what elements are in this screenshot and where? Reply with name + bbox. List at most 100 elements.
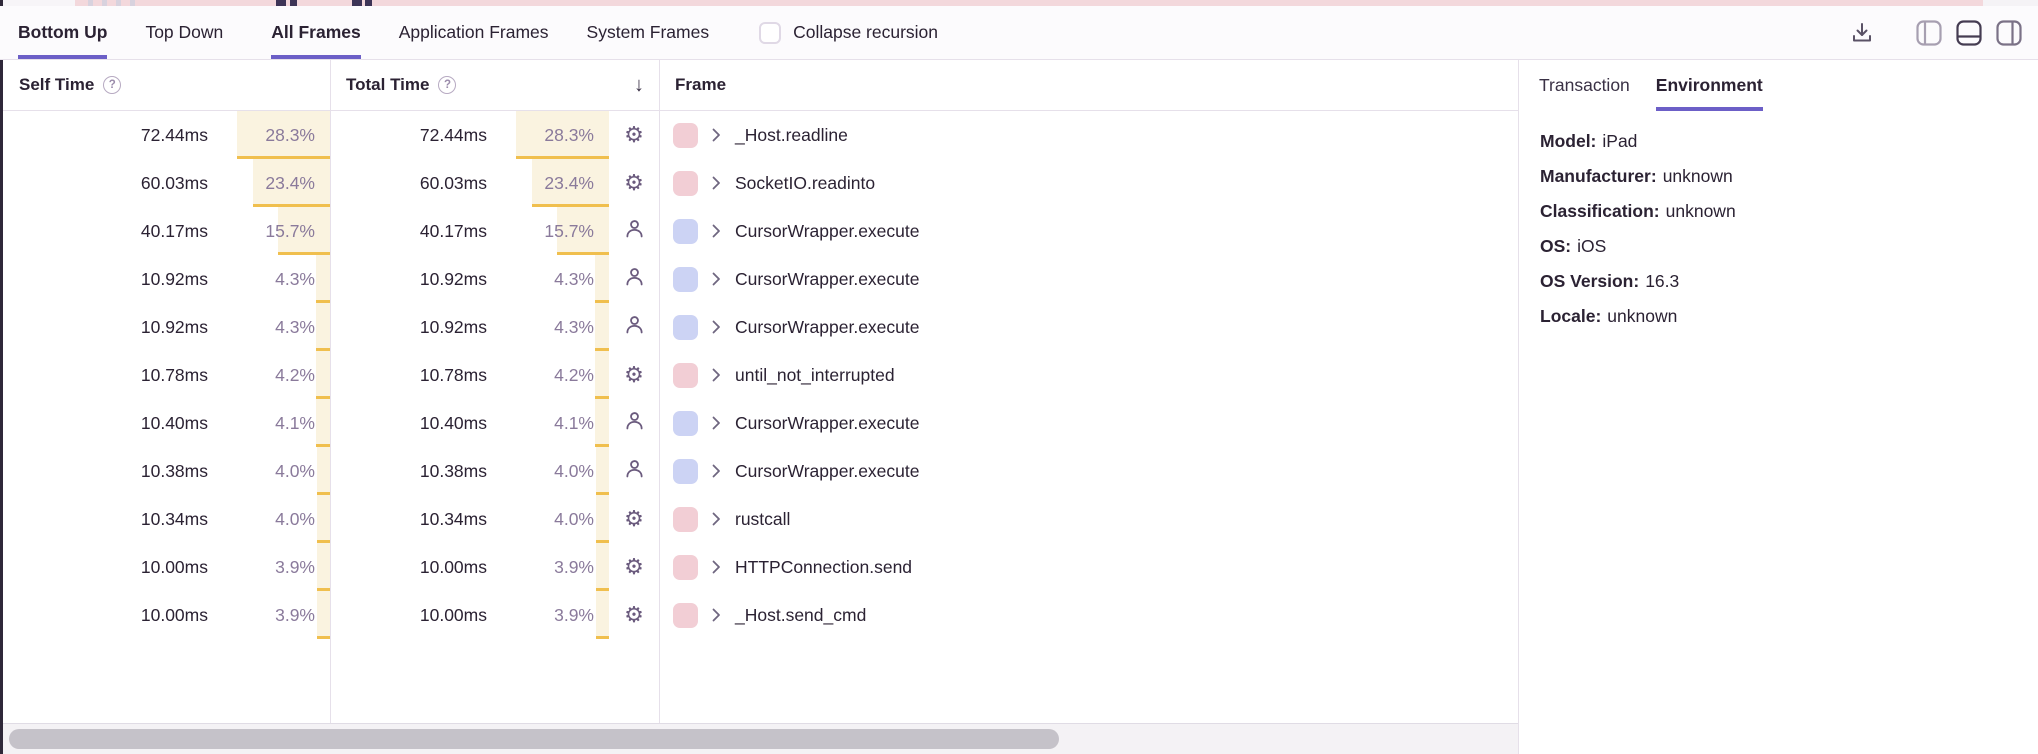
chevron-right-icon[interactable] (712, 608, 721, 622)
collapse-recursion-control[interactable]: Collapse recursion (759, 6, 938, 59)
table-row[interactable]: 40.17ms 15.7% 40.17ms 15.7% (3, 207, 1518, 255)
chevron-right-icon[interactable] (712, 512, 721, 526)
frame-column-header[interactable]: Frame (659, 75, 1518, 95)
tab-system-frames[interactable]: System Frames (587, 6, 710, 59)
frame-cell: CursorWrapper.execute (659, 255, 1518, 303)
field-value: unknown (1662, 166, 1733, 186)
chevron-right-icon[interactable] (712, 464, 721, 478)
tab-label: All Frames (271, 21, 361, 42)
total-time-cell: 10.38ms 4.0% (330, 447, 659, 495)
frame-color-swatch (673, 266, 698, 292)
field-value: unknown (1665, 201, 1736, 221)
total-time-cell: 10.00ms 3.9% (330, 543, 659, 591)
chevron-right-icon[interactable] (712, 560, 721, 574)
environment-details: Model:iPad Manufacturer:unknown Classifi… (1519, 111, 2038, 334)
frame-name: SocketIO.readinto (735, 172, 876, 193)
chevron-right-icon[interactable] (712, 416, 721, 430)
self-time-column-header[interactable]: Self Time (3, 75, 330, 95)
self-time-percent: 3.9% (275, 556, 315, 577)
table-row[interactable]: 10.34ms 4.0% 10.34ms 4.0% (3, 495, 1518, 543)
tab-top-down[interactable]: Top Down (145, 6, 223, 59)
detail-field: OS:iOS (1540, 229, 2020, 264)
frame-color-swatch (673, 122, 698, 148)
gear-icon (624, 364, 644, 387)
table-row[interactable]: 10.00ms 3.9% 10.00ms 3.9% (3, 591, 1518, 639)
total-time-percent: 15.7% (544, 220, 594, 241)
horizontal-scrollbar[interactable] (3, 723, 1518, 754)
total-time-header-label: Total Time (346, 75, 430, 94)
frame-cell: HTTPConnection.send (659, 543, 1518, 591)
frame-filter-tabs: All Frames Application Frames System Frame… (271, 6, 709, 59)
total-time-percent-cell: 4.3% (497, 303, 609, 351)
total-time-percent-cell: 4.2% (497, 351, 609, 399)
frame-cell: rustcall (659, 495, 1518, 543)
tab-bottom-up[interactable]: Bottom Up (18, 6, 108, 59)
total-time-value: 10.00ms (419, 556, 487, 577)
self-time-cell: 10.34ms 4.0% (3, 495, 330, 543)
self-time-value: 10.78ms (140, 364, 208, 385)
frame-name: CursorWrapper.execute (735, 220, 920, 241)
panel-bottom-icon[interactable] (1956, 19, 1982, 46)
self-time-cell: 10.38ms 4.0% (3, 447, 330, 495)
panel-left-icon[interactable] (1916, 19, 1942, 46)
download-icon[interactable] (1850, 21, 1874, 45)
gear-icon (624, 172, 644, 195)
chevron-right-icon[interactable] (712, 176, 721, 190)
gear-icon (624, 556, 644, 579)
self-time-value: 40.17ms (140, 220, 208, 241)
self-time-value: 10.40ms (140, 412, 208, 433)
table-row[interactable]: 10.40ms 4.1% 10.40ms 4.1% (3, 399, 1518, 447)
self-time-percent-bar (317, 591, 330, 639)
chevron-right-icon[interactable] (712, 368, 721, 382)
frame-name: until_not_interrupted (735, 364, 895, 385)
frame-name: rustcall (735, 508, 791, 529)
frame-color-swatch (673, 314, 698, 340)
panel-right-icon[interactable] (1996, 19, 2022, 46)
chevron-right-icon[interactable] (712, 272, 721, 286)
self-time-percent: 4.0% (275, 508, 315, 529)
panel-tab-transaction[interactable]: Transaction (1539, 60, 1630, 111)
panel-tab-environment[interactable]: Environment (1655, 60, 1763, 111)
total-time-value: 10.34ms (419, 508, 487, 529)
table-row[interactable]: 10.00ms 3.9% 10.00ms 3.9% (3, 543, 1518, 591)
self-time-percent-bar (316, 495, 330, 543)
chevron-right-icon[interactable] (712, 320, 721, 334)
collapse-recursion-checkbox[interactable] (759, 21, 782, 44)
detail-field: Locale:unknown (1540, 299, 2020, 334)
frame-name: _Host.send_cmd (735, 604, 867, 625)
minimap-strip[interactable] (0, 0, 2038, 6)
scrollbar-thumb[interactable] (9, 729, 1059, 749)
gear-icon (624, 508, 644, 531)
self-time-cell: 60.03ms 23.4% (3, 159, 330, 207)
table-row[interactable]: 60.03ms 23.4% 60.03ms 23.4% (3, 159, 1518, 207)
total-time-percent: 3.9% (554, 556, 594, 577)
tab-label: Transaction (1539, 74, 1630, 95)
detail-field: Classification:unknown (1540, 194, 2020, 229)
table-row[interactable]: 10.92ms 4.3% 10.92ms 4.3% (3, 255, 1518, 303)
total-time-column-header[interactable]: Total Time (330, 74, 659, 97)
frame-name: CursorWrapper.execute (735, 412, 920, 433)
table-row[interactable]: 72.44ms 28.3% 72.44ms 28.3% (3, 111, 1518, 159)
frame-table: Self Time Total Time Frame 72.44ms (3, 60, 1518, 723)
total-time-percent-cell: 4.1% (497, 399, 609, 447)
total-time-cell: 10.92ms 4.3% (330, 303, 659, 351)
tab-application-frames[interactable]: Application Frames (399, 6, 549, 59)
help-circle-icon[interactable] (103, 76, 122, 94)
chevron-right-icon[interactable] (712, 224, 721, 238)
frame-cell: CursorWrapper.execute (659, 447, 1518, 495)
total-time-percent-cell: 23.4% (497, 159, 609, 207)
self-time-percent-cell: 4.0% (218, 495, 330, 543)
table-row[interactable]: 10.92ms 4.3% 10.92ms 4.3% (3, 303, 1518, 351)
table-row[interactable]: 10.78ms 4.2% 10.78ms 4.2% (3, 351, 1518, 399)
tab-all-frames[interactable]: All Frames (271, 6, 361, 59)
frame-color-swatch (673, 362, 698, 388)
table-row[interactable]: 10.38ms 4.0% 10.38ms 4.0% (3, 447, 1518, 495)
self-time-percent-cell: 4.3% (218, 303, 330, 351)
chevron-right-icon[interactable] (712, 128, 721, 142)
total-time-percent-cell: 15.7% (497, 207, 609, 255)
self-time-percent: 4.1% (275, 412, 315, 433)
help-circle-icon[interactable] (438, 76, 457, 94)
frame-cell: SocketIO.readinto (659, 159, 1518, 207)
self-time-value: 72.44ms (140, 124, 208, 145)
